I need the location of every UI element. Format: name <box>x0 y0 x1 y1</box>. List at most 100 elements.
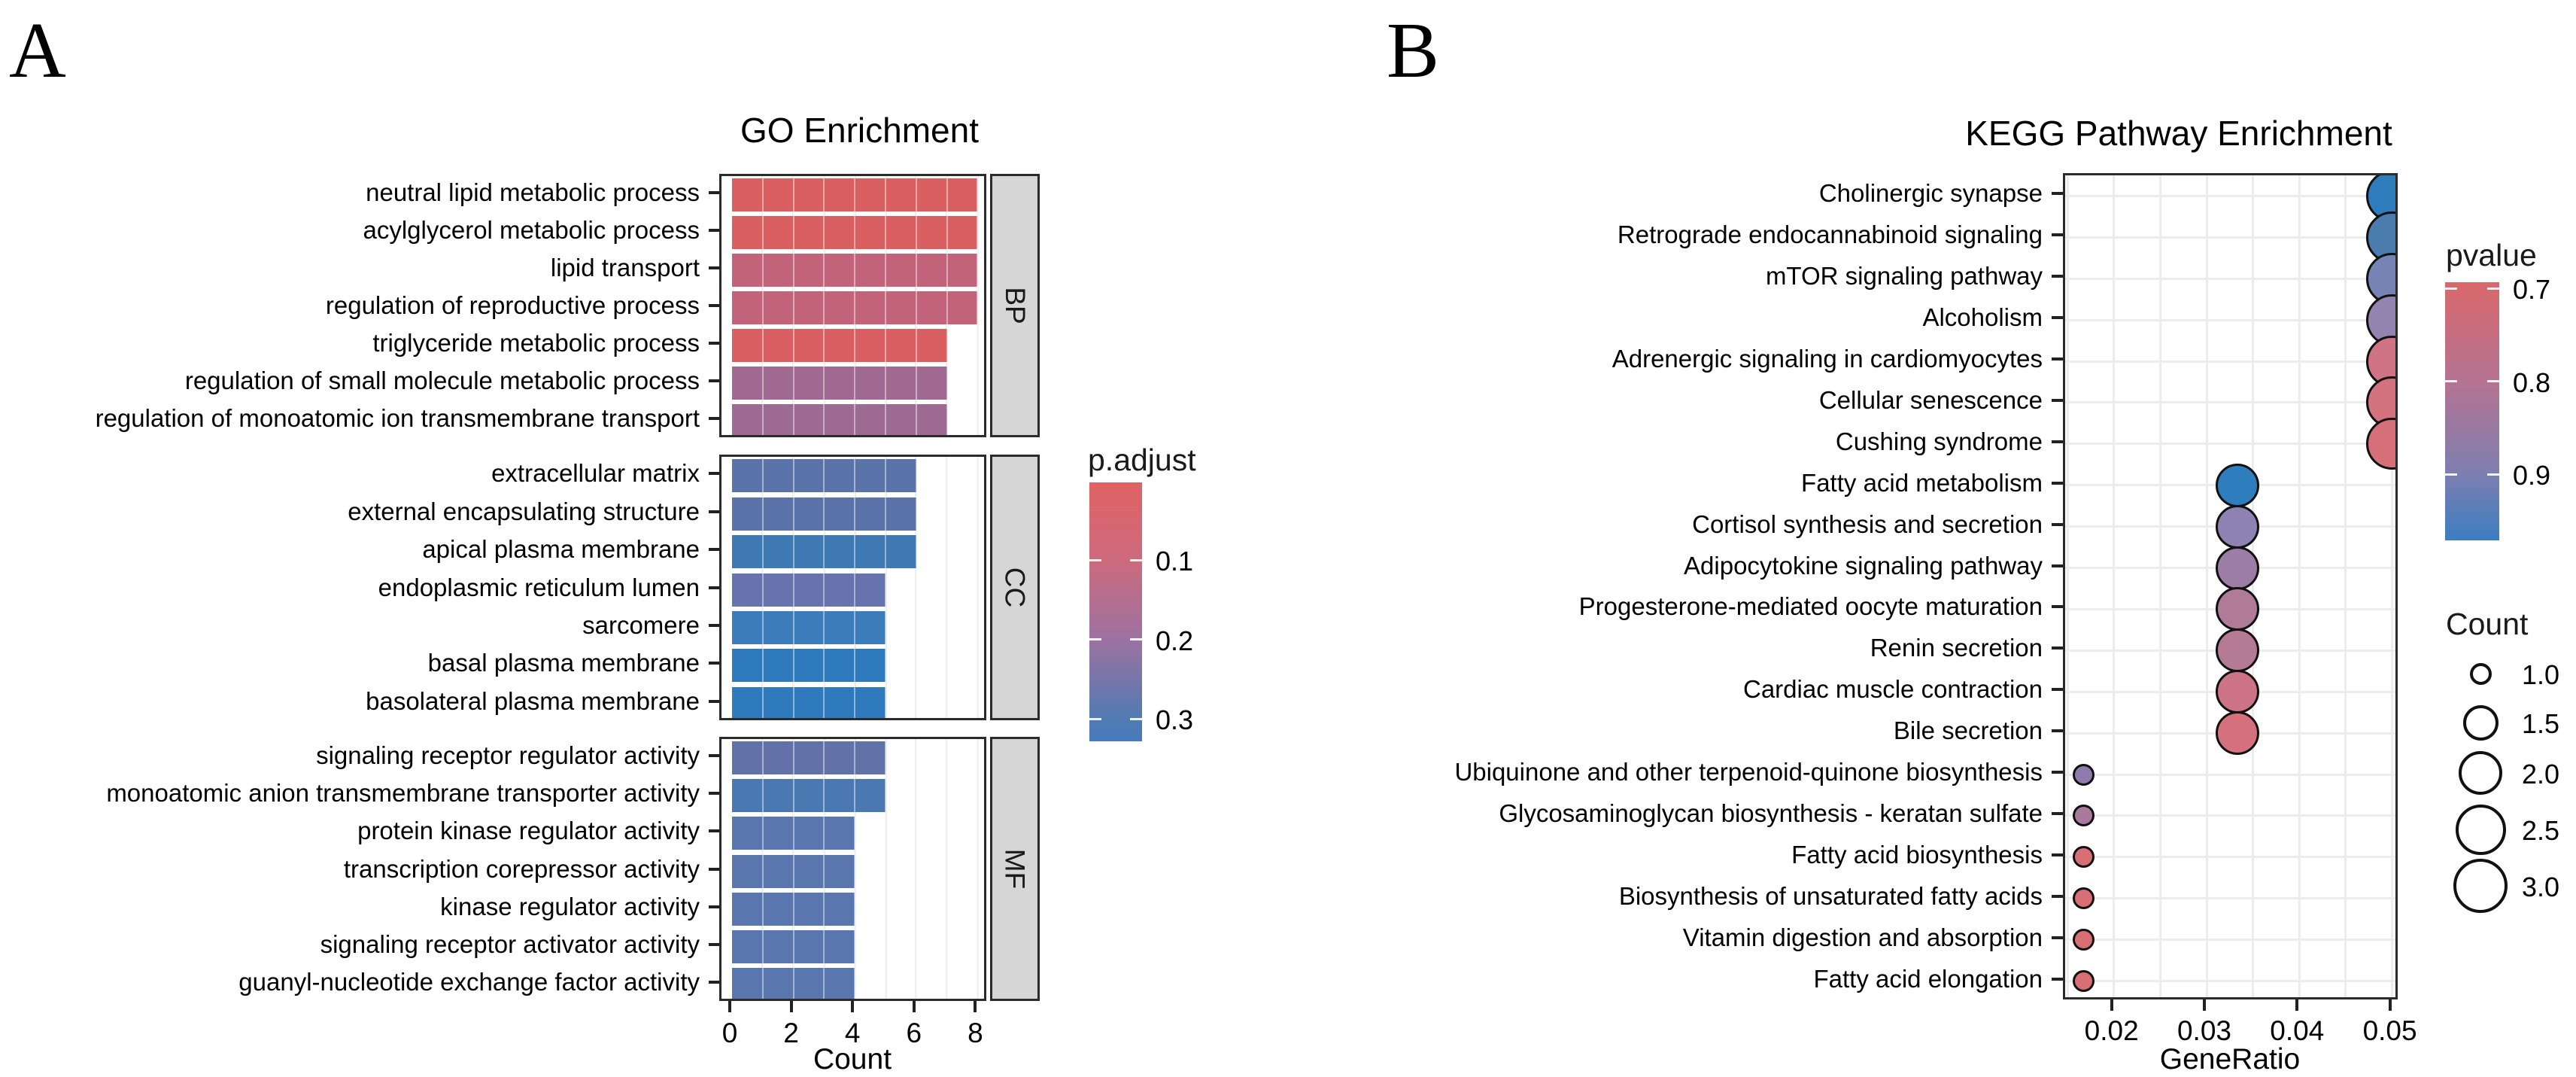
gridline <box>2065 236 2395 239</box>
gridline <box>2065 897 2395 900</box>
y-axis-tick <box>2052 977 2063 981</box>
go-enrichment-title: GO Enrichment <box>740 111 979 150</box>
category-label: regulation of reproductive process <box>325 291 700 319</box>
bar-cc <box>732 649 886 683</box>
y-axis-tick <box>709 829 719 833</box>
pathway-label: Alcoholism <box>1922 303 2043 332</box>
gridline <box>976 457 979 718</box>
gridline <box>884 457 887 718</box>
gridline-overlay <box>915 176 917 435</box>
colorbar-tick <box>2445 473 2457 476</box>
category-label: monoatomic anion transmembrane transport… <box>106 779 700 808</box>
y-axis-tick <box>2052 647 2063 650</box>
y-axis-tick <box>2052 481 2063 485</box>
x-axis-tick <box>912 1001 916 1012</box>
gridline-overlay <box>915 739 917 999</box>
count-legend-label: 3.0 <box>2522 872 2560 902</box>
gridline <box>2065 318 2395 321</box>
colorbar-tick-label: 0.3 <box>1156 704 1194 735</box>
colorbar-tick <box>2487 473 2499 476</box>
gridline <box>2158 175 2161 997</box>
x-axis-tick-label: 0.04 <box>2270 1015 2325 1046</box>
bar-cc <box>732 610 886 644</box>
y-axis-tick <box>2052 811 2063 815</box>
category-label: protein kinase regulator activity <box>357 817 700 845</box>
colorbar-tick <box>1130 638 1142 640</box>
bar-cc <box>732 497 916 531</box>
gridline <box>2065 856 2395 859</box>
category-label: signaling receptor activator activity <box>320 929 700 958</box>
x-axis-tick-label: 0.02 <box>2084 1015 2139 1046</box>
gridline-overlay <box>977 457 979 718</box>
gridline-overlay <box>823 739 825 999</box>
colorbar-tick <box>1089 638 1101 640</box>
kegg-enrichment-title: KEGG Pathway Enrichment <box>1965 114 2392 153</box>
pathway-label: Fatty acid metabolism <box>1801 468 2043 497</box>
gridline-overlay <box>761 739 764 999</box>
category-label: triglyceride metabolic process <box>372 329 700 357</box>
gridline <box>2065 773 2395 776</box>
gridline <box>2205 175 2208 997</box>
bar-bp <box>732 291 978 324</box>
y-axis-tick <box>709 548 719 552</box>
colorbar-tick <box>1089 558 1101 561</box>
pathway-label: mTOR signaling pathway <box>1765 262 2043 291</box>
gridline-overlay <box>823 457 825 718</box>
bar-mf <box>732 929 855 963</box>
x-axis-tick-label: 0.03 <box>2177 1015 2231 1046</box>
x-axis-tick <box>851 1001 855 1012</box>
y-axis-tick <box>709 417 719 420</box>
gridline <box>2298 175 2301 997</box>
colorbar-tick <box>2487 287 2499 290</box>
pathway-label: Fatty acid elongation <box>1813 964 2043 993</box>
gridline <box>853 739 856 999</box>
gridline <box>2344 175 2347 997</box>
bar-bp <box>732 254 978 287</box>
y-axis-tick <box>2052 729 2063 733</box>
gridline <box>2252 175 2255 997</box>
gridline-overlay <box>885 457 886 718</box>
bar-bp <box>732 329 947 362</box>
pathway-label: Glycosaminoglycan biosynthesis - keratan… <box>1499 799 2043 827</box>
y-axis-tick <box>2052 357 2063 361</box>
colorbar-tick-label: 0.7 <box>2513 274 2551 305</box>
colorbar-tick <box>1089 717 1101 720</box>
x-axis-tick <box>2203 999 2206 1011</box>
bar-mf <box>732 892 855 926</box>
category-label: sarcomere <box>582 610 700 639</box>
y-axis-tick <box>709 792 719 796</box>
gridline <box>884 739 887 999</box>
pathway-label: Cushing syndrome <box>1835 427 2043 455</box>
y-axis-tick <box>709 980 719 984</box>
y-axis-tick <box>709 867 719 871</box>
bar-mf <box>732 779 886 813</box>
pathway-label: Ubiquinone and other terpenoid-quinone b… <box>1454 758 2043 786</box>
gridline <box>2391 175 2394 997</box>
pathway-label: Cardiac muscle contraction <box>1743 675 2043 704</box>
gridline-overlay <box>761 457 764 718</box>
pathway-label: Renin secretion <box>1870 634 2043 662</box>
bar-bp <box>732 178 978 211</box>
category-label: acylglycerol metabolic process <box>363 216 700 244</box>
panel-a-letter: A <box>9 6 66 94</box>
category-label: regulation of small molecule metabolic p… <box>184 367 700 394</box>
category-label: neutral lipid metabolic process <box>366 178 700 206</box>
colorbar-tick-label: 0.8 <box>2513 367 2551 398</box>
y-axis-tick <box>709 266 719 269</box>
pathway-label: Retrograde endocannabinoid signaling <box>1617 221 2043 249</box>
bar-bp <box>732 367 947 400</box>
panel-b-letter: B <box>1387 6 1440 94</box>
category-label: regulation of monoatomic ion transmembra… <box>95 404 700 432</box>
count-legend-circle <box>2462 704 2499 741</box>
y-axis-tick <box>2052 564 2063 567</box>
count-legend-title: Count <box>2446 607 2529 641</box>
bar-bp <box>732 216 978 249</box>
facet-strip-label: MF <box>1000 848 1031 890</box>
y-axis-tick <box>2052 275 2063 278</box>
gridline <box>2065 814 2395 817</box>
pathway-label: Progesterone-mediated oocyte maturation <box>1578 592 2043 621</box>
pathway-label: Vitamin digestion and absorption <box>1682 923 2043 951</box>
count-legend-circle <box>2469 662 2492 685</box>
x-axis-tick <box>728 1001 731 1012</box>
